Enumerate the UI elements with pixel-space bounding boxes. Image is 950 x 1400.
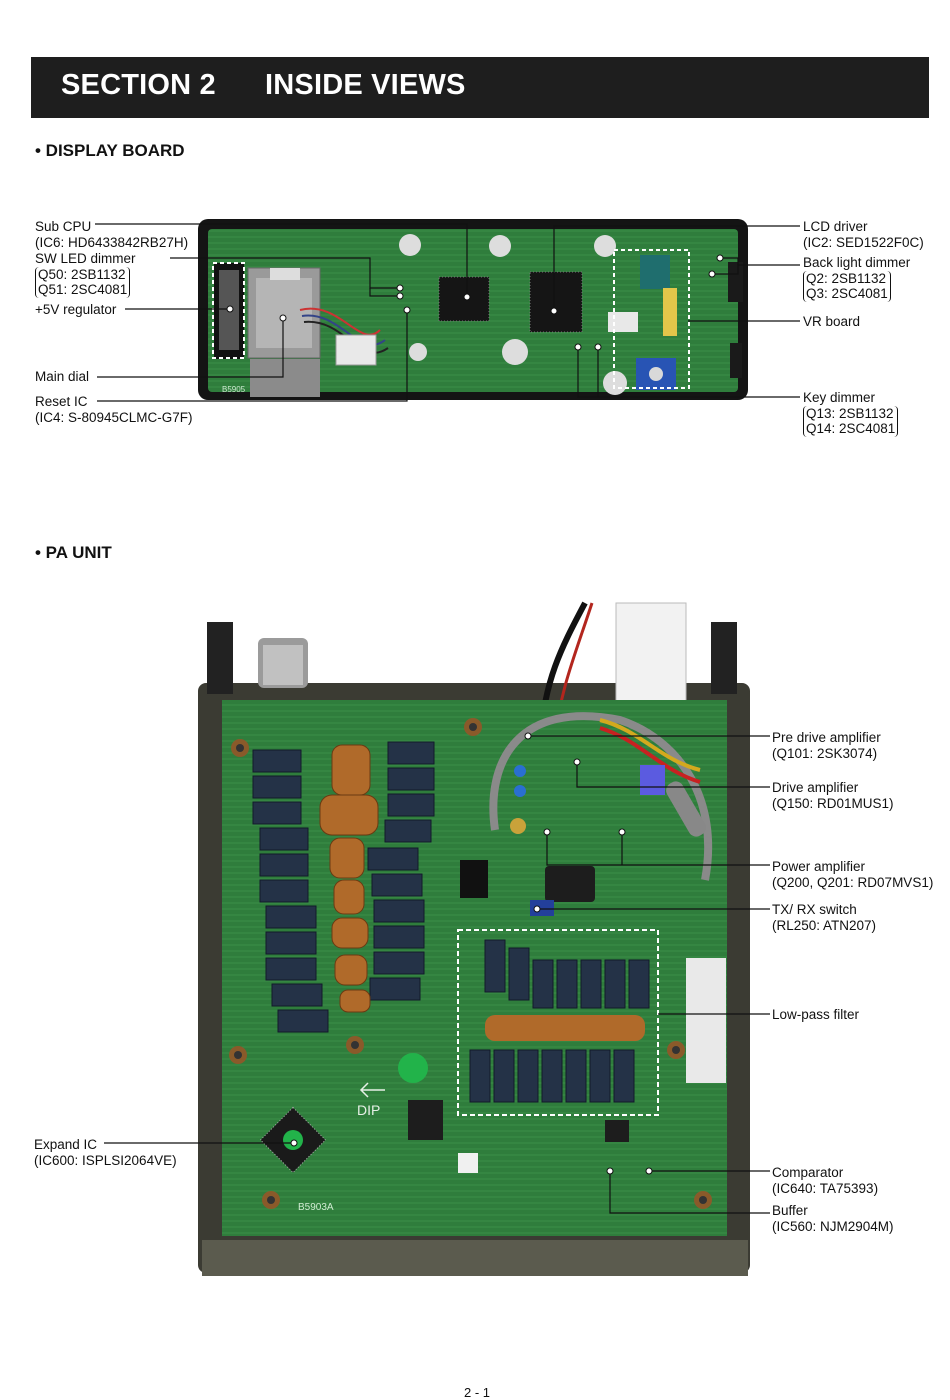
dip-marking: DIP [357,1102,380,1118]
pa-board-marking: B5903A [298,1202,334,1213]
section-title: INSIDE VIEWS [265,69,466,101]
label-drive-amplifier: Drive amplifier (Q150: RD01MUS1) [772,780,894,811]
label-key-dimmer: Key dimmer Q13: 2SB1132 Q14: 2SC4081 [803,390,899,437]
pa-unit-heading: • PA UNIT [35,543,112,562]
label-expand-ic: Expand IC (IC600: ISPLSI2064VE) [34,1137,177,1168]
label-regulator: +5V regulator [35,302,117,317]
section-header: SECTION 2 INSIDE VIEWS [31,57,929,118]
label-lcd-driver: LCD driver (IC2: SED1522F0C) [803,219,924,250]
label-sub-cpu: Sub CPU (IC6: HD6433842RB27H) [35,219,189,250]
label-tx-rx-switch: TX/ RX switch (RL250: ATN207) [772,902,877,933]
label-vr-board: VR board [803,314,861,329]
label-comparator: Comparator (IC640: TA75393) [772,1165,879,1196]
dip-arrow-icon [359,1082,385,1098]
label-back-light-dimmer: Back light dimmer Q2: 2SB1132 Q3: 2SC408… [803,255,911,302]
display-board-photo [198,219,748,400]
display-board-marking: B5905 [222,385,246,394]
label-main-dial: Main dial [35,369,90,384]
display-board-heading: • DISPLAY BOARD [35,141,185,160]
label-power-amplifier: Power amplifier (Q200, Q201: RD07MVS1) [772,859,934,890]
label-low-pass-filter: Low-pass filter [772,1007,860,1022]
label-sw-led-dimmer: SW LED dimmer Q50: 2SB1132 Q51: 2SC4081 [35,251,136,298]
label-buffer: Buffer (IC560: NJM2904M) [772,1203,894,1234]
label-pre-drive-amplifier: Pre drive amplifier (Q101: 2SK3074) [772,730,881,761]
page-number: 2 - 1 [464,1385,491,1400]
pa-unit-photo [198,601,750,1276]
label-reset-ic: Reset IC (IC4: S-80945CLMC-G7F) [35,394,193,425]
section-number: SECTION 2 [61,69,216,101]
